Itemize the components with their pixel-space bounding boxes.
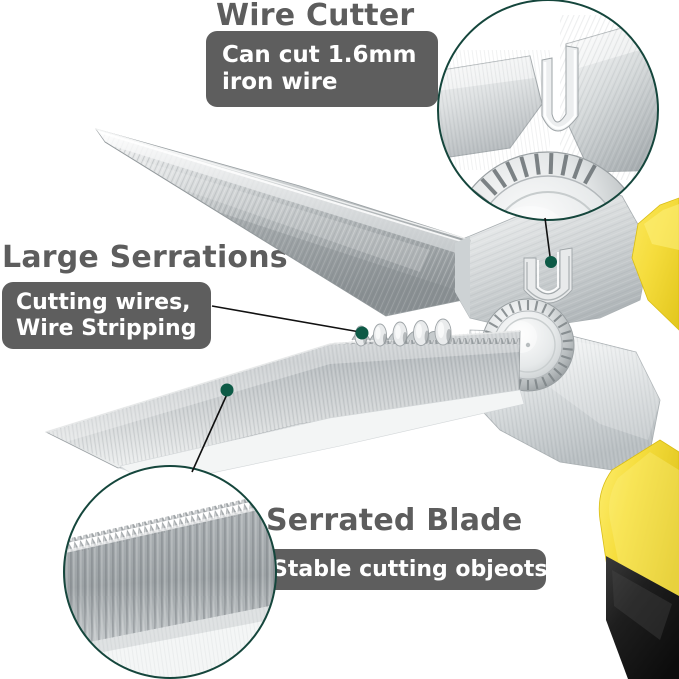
callout-heading-wire-cutter: Wire Cutter xyxy=(216,0,415,33)
callout-dot-large-serrations xyxy=(355,326,369,340)
leader-line-large-serrations xyxy=(211,305,361,333)
upper-handle xyxy=(631,197,679,331)
callout-dot-serrated-blade xyxy=(220,383,234,397)
callout-badge-wire-cutter: Can cut 1.6mm iron wire xyxy=(206,31,438,107)
wire-cutter-notch xyxy=(455,236,573,318)
magnifier-serrated-blade xyxy=(63,465,277,679)
callout-dot-wire-cutter xyxy=(545,256,557,268)
callout-badge-serrated-blade: Stable cutting objeots xyxy=(258,549,548,590)
magnifier-wire-cutter xyxy=(437,0,659,221)
handle-grip xyxy=(606,556,679,679)
badge-line: iron wire xyxy=(222,69,338,95)
callout-heading-large-serrations: Large Serrations xyxy=(2,240,288,275)
badge-line: Stable cutting objeots xyxy=(272,556,548,582)
callout-badge-large-serrations: Cutting wires, Wire Stripping xyxy=(2,282,211,349)
badge-line: Wire Stripping xyxy=(16,315,197,341)
badge-line: Cutting wires, xyxy=(16,289,191,315)
wire-stripping-serrations xyxy=(351,318,452,347)
callout-heading-serrated-blade: Serrated Blade xyxy=(266,503,523,538)
badge-line: Can cut 1.6mm xyxy=(222,41,417,68)
leader-line-serrated-blade xyxy=(191,391,229,473)
